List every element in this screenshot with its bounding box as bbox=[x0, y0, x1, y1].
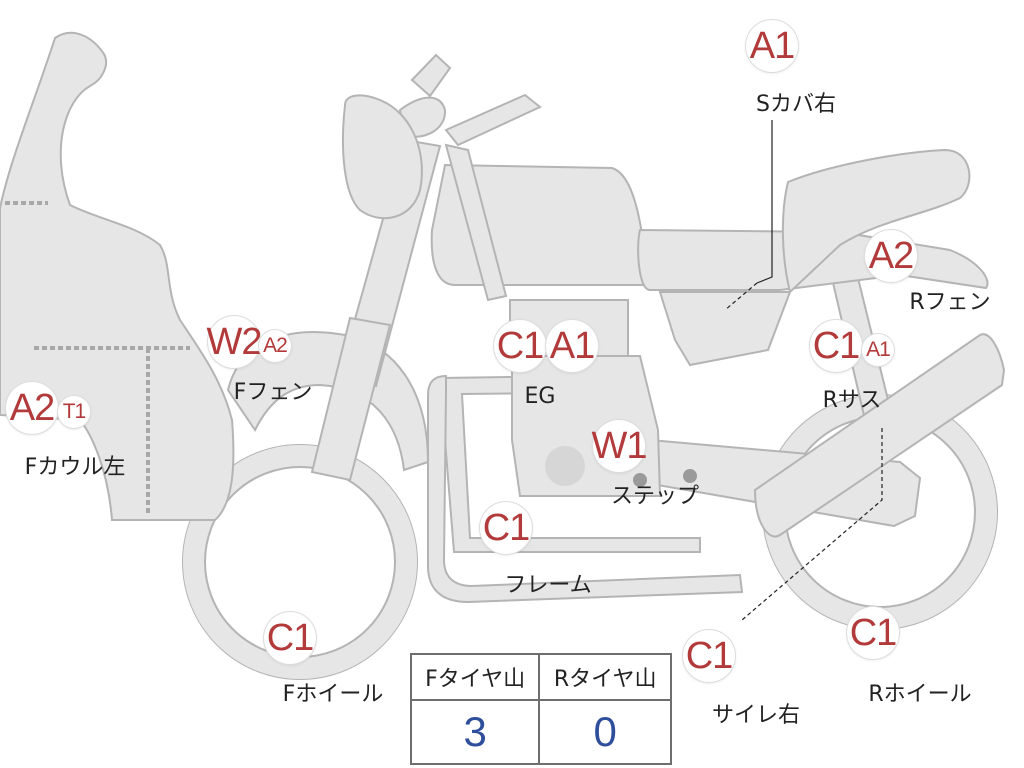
label-r-wheel: Rホイール bbox=[868, 682, 972, 707]
badge-silencer-right-c1: C1 bbox=[683, 630, 735, 682]
fork-lower bbox=[310, 316, 392, 482]
badge-r-suspension-a1: A1 bbox=[862, 334, 894, 366]
step-peg bbox=[633, 473, 647, 487]
badge-r-fender-a2: A2 bbox=[865, 230, 917, 282]
label-s-cover-right: Sカバ右 bbox=[756, 92, 836, 117]
label-silencer-right: サイレ右 bbox=[711, 703, 801, 728]
label-f-wheel: Fホイール bbox=[282, 682, 384, 707]
front-tire-tread-header: Fタイヤ山 bbox=[409, 653, 541, 701]
badge-r-suspension-c1: C1 bbox=[810, 320, 862, 372]
badge-f-wheel-c1: C1 bbox=[264, 612, 316, 664]
seat bbox=[781, 148, 971, 294]
tire-table-value-row: 3 0 bbox=[409, 699, 672, 765]
label-r-suspension: Rサス bbox=[822, 388, 882, 413]
leader-s-cover bbox=[756, 120, 773, 284]
badge-frame-c1: C1 bbox=[480, 502, 532, 554]
badge-s-cover-right-a1: A1 bbox=[746, 20, 798, 72]
badge-f-fender-w2: W2 bbox=[207, 316, 263, 368]
silencer bbox=[753, 333, 1006, 538]
tire-tread-table: Fタイヤ山 Rタイヤ山 3 0 bbox=[409, 653, 672, 765]
badge-eg-a1: A1 bbox=[546, 320, 598, 372]
badge-r-wheel-c1: C1 bbox=[847, 607, 899, 659]
badge-step-w1: W1 bbox=[592, 420, 648, 472]
headlight bbox=[341, 94, 423, 220]
upper-frame bbox=[444, 93, 542, 147]
frame-lower bbox=[427, 374, 744, 604]
label-step: ステップ bbox=[610, 484, 700, 509]
badge-f-cowl-left-t1: T1 bbox=[58, 396, 90, 428]
label-f-fender: Fフェン bbox=[233, 380, 313, 405]
leader-silencer bbox=[741, 428, 883, 621]
engine-cover bbox=[545, 446, 585, 486]
label-eg: EG bbox=[524, 384, 556, 409]
label-f-cowl-left: Fカウル左 bbox=[24, 455, 126, 480]
upper-frame-rear bbox=[444, 143, 508, 302]
side-cover bbox=[658, 291, 792, 367]
front-cowl bbox=[0, 31, 235, 521]
step-peg-rear bbox=[683, 469, 697, 483]
rear-tire-tread-header: Rタイヤ山 bbox=[538, 653, 672, 701]
badge-f-fender-a2: A2 bbox=[259, 330, 291, 362]
rear-tire-tread-value: 0 bbox=[538, 699, 672, 765]
label-r-fender: Rフェン bbox=[909, 290, 991, 315]
badge-f-cowl-left-a2: A2 bbox=[6, 382, 58, 434]
front-tire-tread-value: 3 bbox=[409, 699, 541, 765]
tire-table-header-row: Fタイヤ山 Rタイヤ山 bbox=[409, 653, 672, 701]
badge-eg-c1: C1 bbox=[494, 320, 546, 372]
handlebar-grip bbox=[410, 53, 452, 98]
label-frame: フレーム bbox=[504, 573, 592, 598]
